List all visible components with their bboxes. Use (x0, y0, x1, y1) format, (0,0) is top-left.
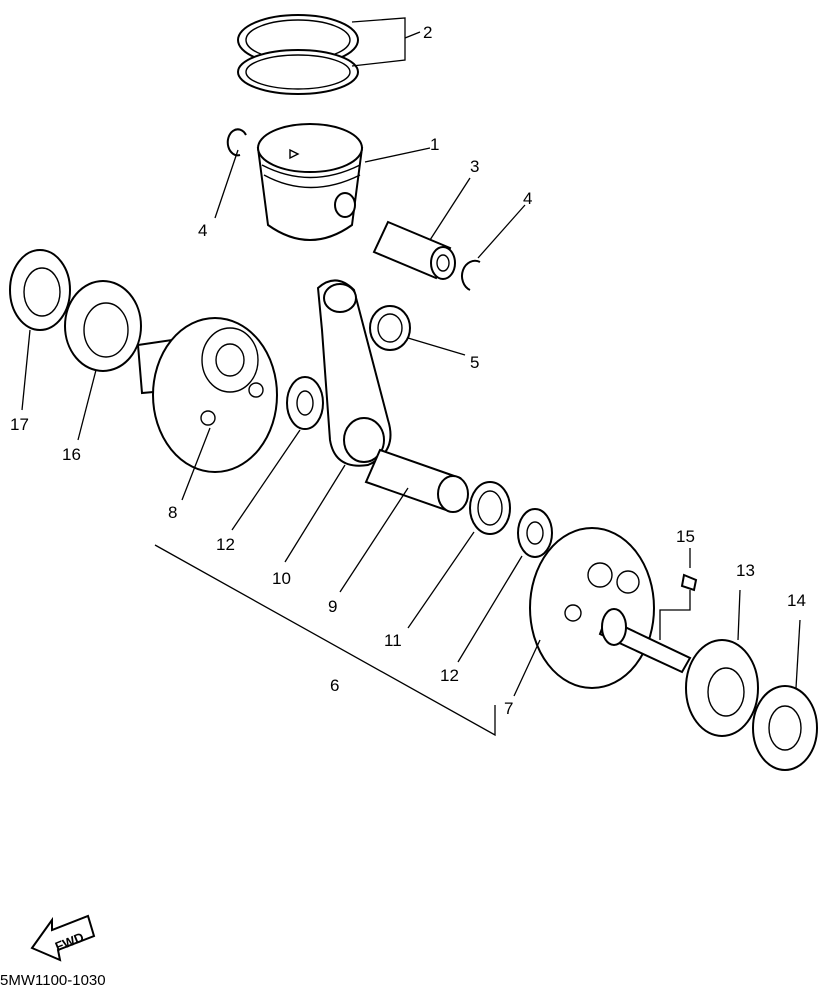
callout-8: 8 (168, 503, 177, 522)
thrust-washer-left (286, 376, 324, 430)
crank-wheel-left (136, 317, 278, 473)
callout-12-right: 12 (440, 666, 459, 685)
callout-9: 9 (328, 597, 337, 616)
oil-seal-right (752, 685, 818, 771)
piston-pin-clip-left (226, 128, 247, 157)
callout-2: 2 (423, 23, 432, 42)
figure-code: 5MW1100-1030 (0, 972, 106, 989)
callout-11: 11 (384, 631, 402, 650)
callout-10: 10 (272, 569, 291, 588)
callout-5: 5 (470, 353, 479, 372)
callout-12-left: 12 (216, 535, 235, 554)
piston-pin (372, 220, 456, 280)
callout-1: 1 (430, 135, 439, 154)
leader-lines (21, 17, 801, 737)
piston (256, 123, 364, 241)
fwd-arrow-icon: FWD (30, 914, 96, 962)
callout-4-right: 4 (523, 189, 532, 208)
oil-seal-left (9, 249, 71, 331)
callout-7: 7 (504, 699, 513, 718)
callout-15: 15 (676, 527, 695, 546)
piston-rings (237, 14, 359, 95)
callout-17: 17 (10, 415, 29, 434)
callout-16: 16 (62, 445, 81, 464)
big-end-bearing (469, 481, 511, 535)
bearing-left (64, 280, 142, 372)
callout-14: 14 (787, 591, 806, 610)
connecting-rod (316, 279, 392, 467)
crank-wheel-right (529, 527, 692, 689)
callout-labels: 2 1 3 4 4 5 17 16 8 12 10 9 11 6 12 7 15… (10, 23, 806, 718)
bearing-right (685, 639, 759, 737)
callout-6: 6 (330, 676, 339, 695)
piston-pin-clip-right (461, 259, 481, 291)
callout-13: 13 (736, 561, 755, 580)
thrust-washer-right (517, 508, 553, 558)
callout-4-left: 4 (198, 221, 207, 240)
crank-pin (364, 448, 469, 513)
callout-3: 3 (470, 157, 479, 176)
small-end-bearing (369, 305, 411, 351)
woodruff-key (680, 573, 698, 592)
